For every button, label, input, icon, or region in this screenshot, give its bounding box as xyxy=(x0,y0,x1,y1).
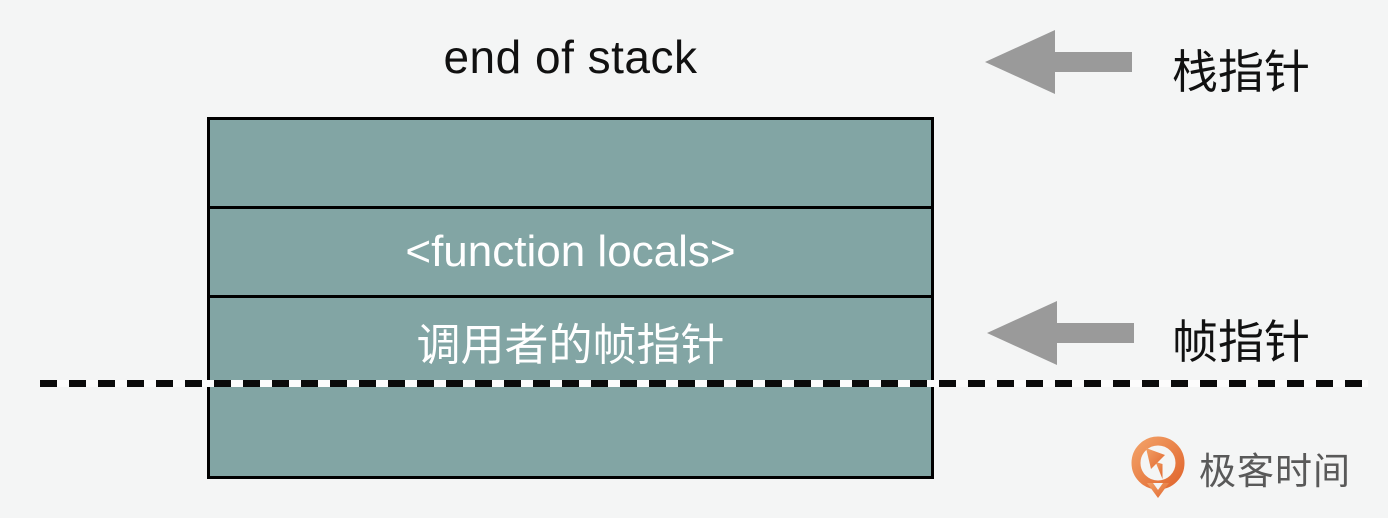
stack-row-function-locals: <function locals> xyxy=(210,209,931,298)
stack-pointer-label: 栈指针 xyxy=(1172,46,1310,98)
end-of-stack-label: end of stack xyxy=(443,31,698,83)
stack-box: <function locals> 调用者的帧指针 xyxy=(207,117,934,479)
stack-pointer-arrow-icon xyxy=(985,30,1132,94)
geektime-watermark: 极客时间 xyxy=(1126,434,1351,502)
stack-boundary-dashed-line xyxy=(40,380,1368,387)
frame-pointer-arrow-icon xyxy=(987,301,1134,365)
stack-row-caller-frame-pointer: 调用者的帧指针 xyxy=(210,298,931,386)
stack-row-empty-bottom xyxy=(210,386,931,476)
geektime-brand-label: 极客时间 xyxy=(1199,451,1351,492)
geektime-logo-icon xyxy=(1131,436,1185,498)
frame-pointer-label: 帧指针 xyxy=(1172,316,1310,368)
stack-row-empty-top xyxy=(210,120,931,209)
